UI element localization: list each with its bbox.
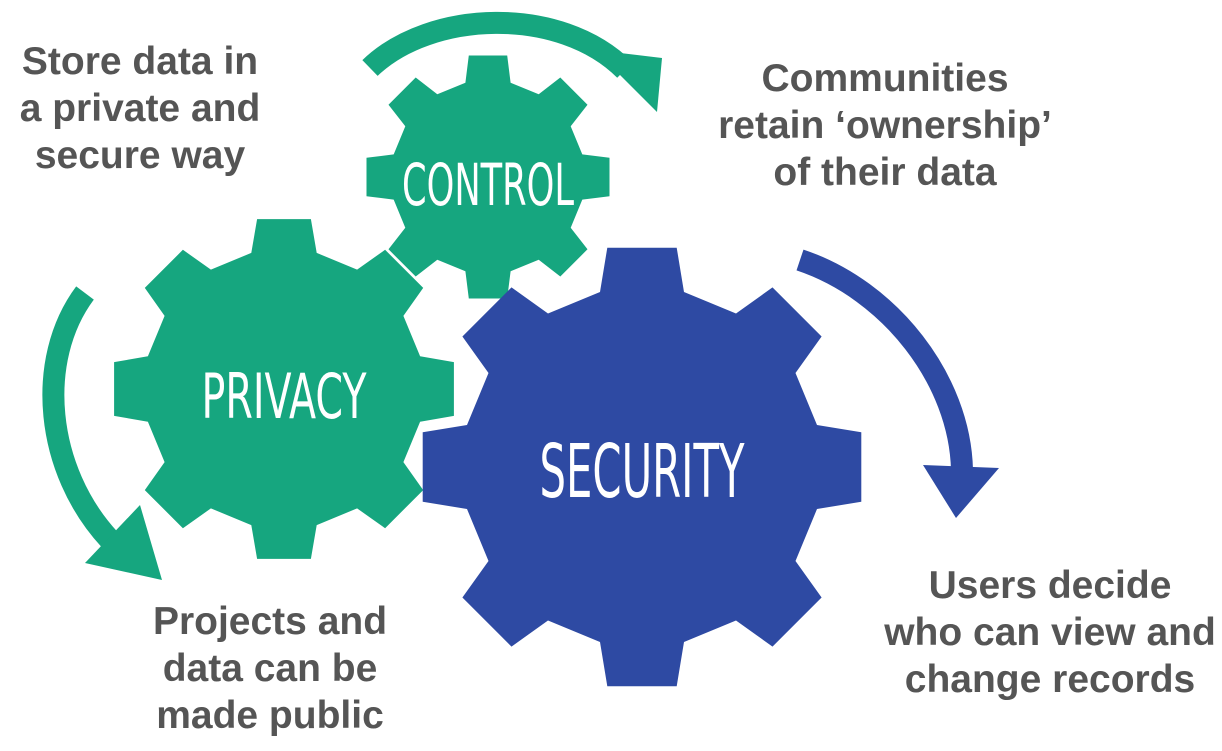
privacy-gear-label: PRIVACY: [202, 360, 367, 433]
caption-control-right: Communities retain ‘ownership’ of their …: [705, 55, 1065, 196]
caption-line: Communities: [761, 57, 1009, 100]
caption-line: secure way: [34, 134, 246, 177]
control-gear-label: CONTROL: [402, 151, 574, 219]
caption-security-right: Users decide who can view and change rec…: [880, 562, 1220, 703]
security-gear-label: SECURITY: [540, 429, 745, 515]
caption-line: made public: [156, 694, 384, 737]
caption-control-left: Store data in a private and secure way: [10, 38, 270, 179]
caption-line: a private and: [19, 87, 261, 130]
caption-line: Projects and: [152, 600, 388, 643]
security-arrow-icon: [796, 249, 999, 518]
caption-line: of their data: [773, 151, 997, 194]
caption-line: Store data in: [21, 40, 259, 83]
caption-line: change records: [904, 658, 1196, 701]
control-gear: CONTROL: [366, 55, 610, 299]
caption-line: retain ‘ownership’: [718, 104, 1052, 147]
caption-line: who can view and: [884, 611, 1216, 654]
control-arrow-icon: [362, 11, 662, 112]
security-gear: SECURITY: [422, 247, 862, 687]
caption-line: Users decide: [928, 564, 1172, 607]
privacy-arrow-icon: [42, 286, 162, 580]
control-gear-icon: [366, 55, 610, 299]
caption-line: data can be: [162, 647, 378, 690]
caption-privacy-bottom: Projects and data can be made public: [140, 598, 400, 739]
privacy-gear: PRIVACY: [114, 219, 454, 559]
privacy-gear-icon: [114, 219, 454, 559]
security-gear-icon: [422, 247, 862, 687]
